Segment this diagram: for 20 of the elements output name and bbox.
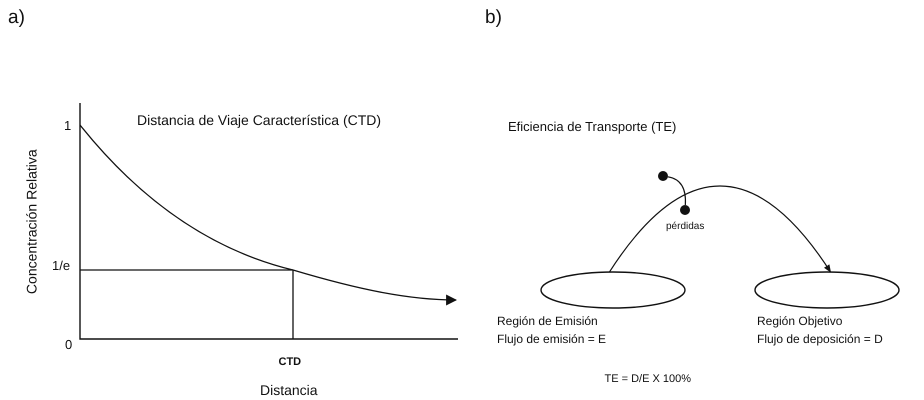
axis-tick-label: 1/e <box>52 259 70 274</box>
particle-dot <box>658 171 668 181</box>
formula-text: TE = D/E X 100% <box>604 373 692 386</box>
axis-tick-label: 1 <box>64 119 72 134</box>
flux-label: Flujo de emisión = E <box>497 333 606 346</box>
loss-path <box>668 176 686 206</box>
axis-title: Distancia <box>260 382 318 398</box>
axis-tick-label: 0 <box>65 338 72 352</box>
region-name: Región Objetivo <box>757 315 842 328</box>
axis-title: Concentración Relativa <box>24 148 40 294</box>
region-name: Región de Emisión <box>497 315 598 328</box>
flux-label: Flujo de deposición = D <box>757 333 883 346</box>
transport-arrow <box>608 186 832 273</box>
chart-label: Distancia de Viaje Característica (CTD) <box>137 113 382 128</box>
axis-tick-label: CTD <box>278 356 302 368</box>
particle-dot <box>680 205 690 215</box>
panel-label: a) <box>8 8 25 29</box>
loss-label: pérdidas <box>666 221 704 232</box>
panel-name-label: Eficiencia de Transporte (TE) <box>508 120 676 134</box>
panel-label: b) <box>485 8 502 29</box>
